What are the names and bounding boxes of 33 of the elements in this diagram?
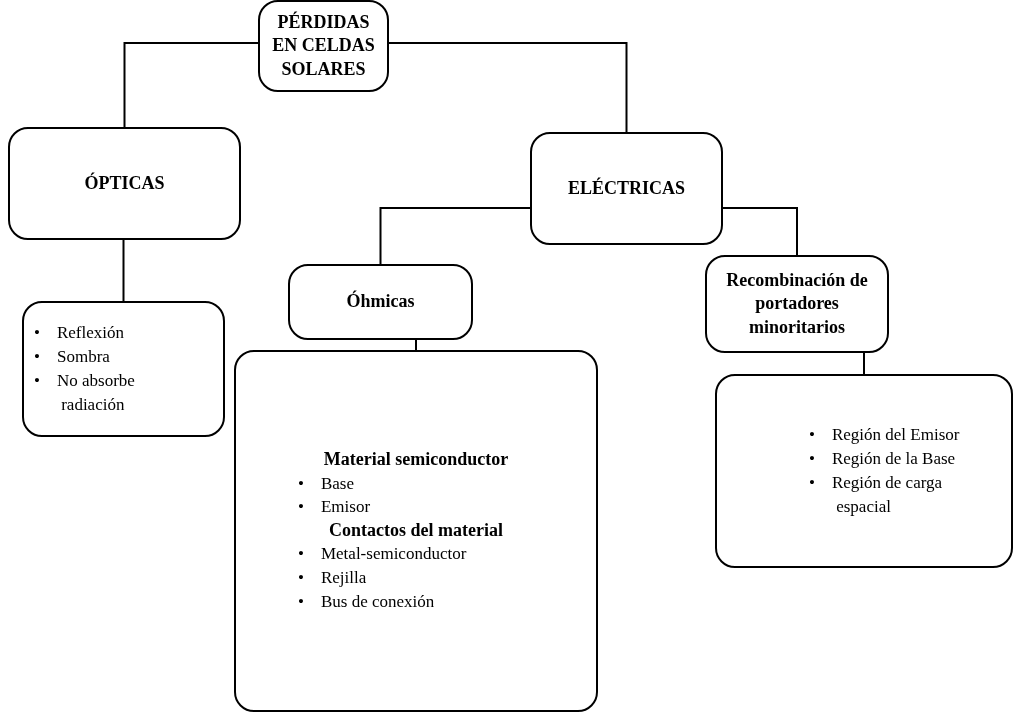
connector-line (722, 207, 798, 256)
heading: ÓPTICAS (84, 171, 165, 195)
connector-line (123, 42, 259, 128)
list-box (234, 350, 598, 712)
list-box (715, 374, 1013, 568)
connector-line (122, 239, 125, 302)
heading: Recombinación de portadores minoritarios (725, 268, 869, 339)
connector-line (379, 207, 531, 265)
category-box (705, 255, 889, 353)
list-item: • Región de la Base (809, 448, 957, 471)
list-box (22, 301, 225, 437)
list-item: • Región de carga espacial (809, 472, 944, 518)
category-box (288, 264, 473, 340)
category-box (530, 132, 723, 245)
heading: PÉRDIDAS EN CELDAS SOLARES (271, 10, 376, 81)
title-box (258, 0, 389, 92)
list-item: • Región del Emisor (809, 424, 961, 447)
list-item: • No absorbe radiación (34, 370, 136, 416)
heading: ELÉCTRICAS (567, 176, 685, 200)
category-box (8, 127, 241, 240)
list-item: • Reflexión (34, 322, 125, 345)
connector-line (415, 339, 417, 351)
connector-line (863, 352, 865, 375)
heading: Material semiconductor (322, 448, 510, 472)
list-item: • Bus de conexión (298, 591, 436, 614)
list-item: • Metal-semiconductor (298, 543, 468, 566)
list-item: • Base (298, 472, 355, 495)
list-item: • Emisor (298, 496, 372, 519)
list-item: • Sombra (34, 346, 111, 369)
heading: Óhmicas (346, 290, 415, 314)
heading: Contactos del material (328, 519, 504, 543)
connector-line (388, 42, 628, 133)
list-item: • Rejilla (298, 567, 368, 590)
